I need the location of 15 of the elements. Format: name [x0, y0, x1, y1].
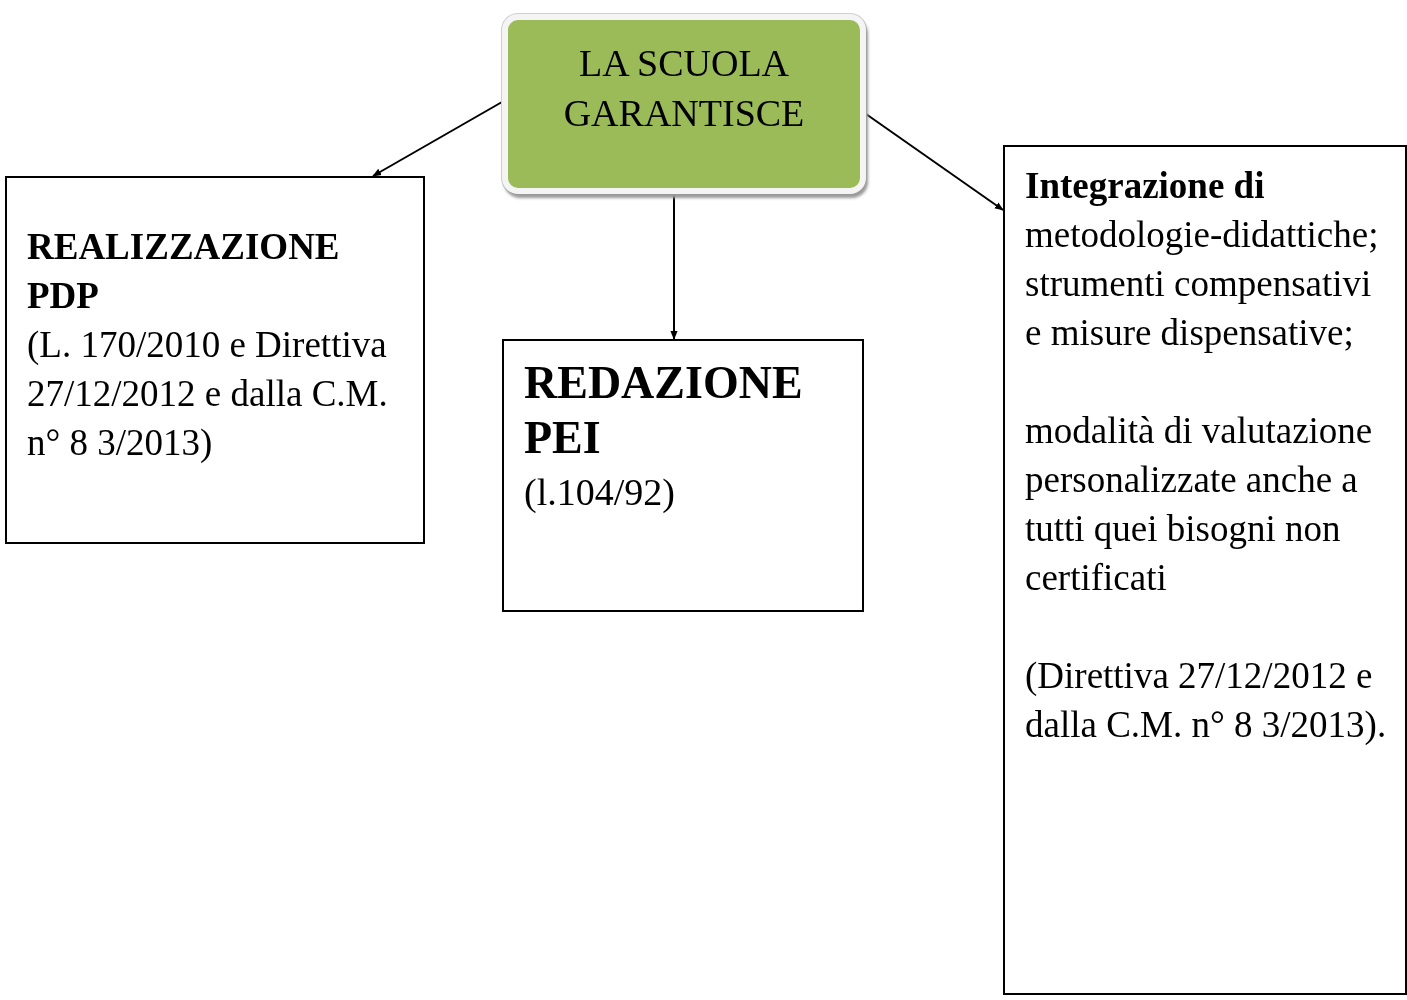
box-text: (Direttiva 27/12/2012 e dalla C.M. n° 8 3/2013). [1025, 654, 1388, 747]
box-heading: REALIZZAZIONE PDP [27, 225, 341, 318]
process-box [5, 176, 425, 544]
box-text: (L. 170/2010 e Direttiva 27/12/2012 e dalla C.M. n° 8 3/2013) [27, 323, 389, 465]
box-text: (l.104/92) [524, 470, 676, 515]
arrow [670, 193, 678, 340]
arrow [372, 101, 503, 177]
box-heading: REDAZIONE PEI [524, 356, 804, 465]
title-box [502, 14, 866, 194]
process-box [502, 339, 864, 612]
box-text: Integrazione di metodologie-didattiche; strumenti compensativi e misure dispensative; [1025, 164, 1380, 355]
process-box [1003, 145, 1407, 995]
arrow [865, 113, 1004, 211]
box-text: LA SCUOLA GARANTISCE [562, 41, 806, 136]
box-text: modalità di valutazione personalizzate anche a tutti quei bisogni non certificati [1025, 409, 1374, 600]
